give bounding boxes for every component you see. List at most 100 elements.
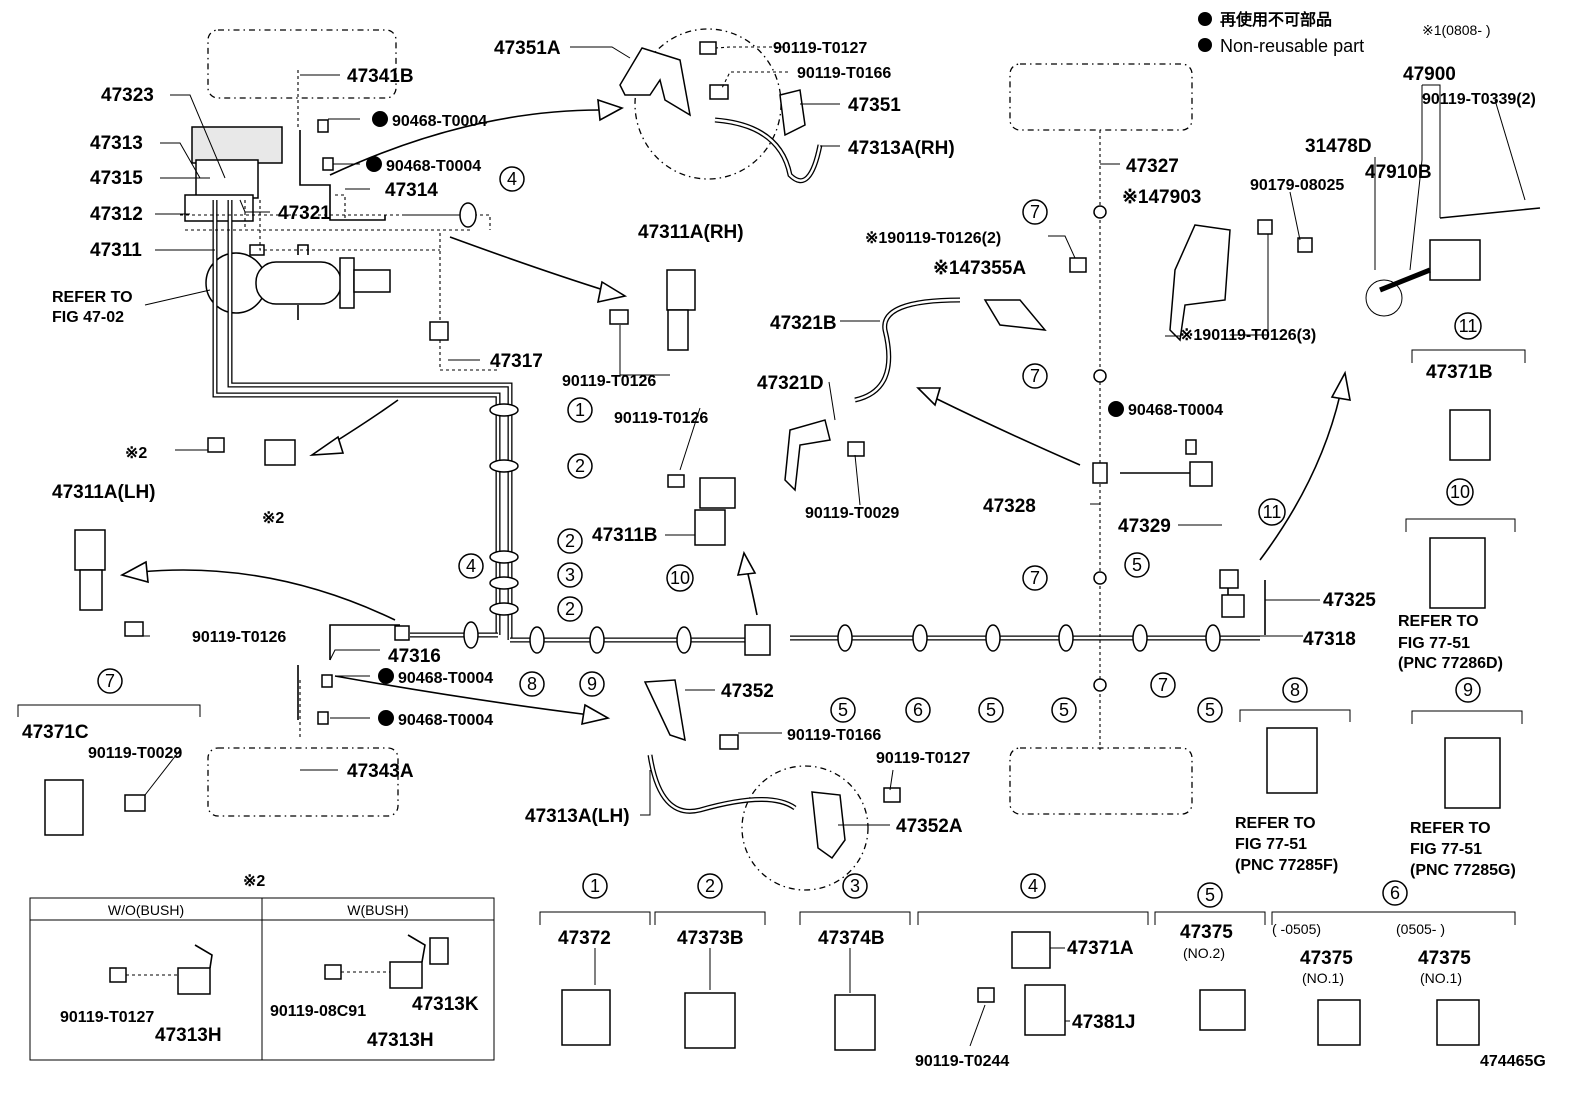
label-refer-to: REFER TO [1398,613,1479,630]
label-47371C: 47371C [22,722,89,743]
label-pnc-77285G: (PNC 77285G) [1410,862,1516,879]
svg-text:3: 3 [565,565,575,585]
svg-text:8: 8 [527,674,537,694]
label-range-post: (0505- ) [1396,921,1445,937]
label-47323: 47323 [101,85,154,106]
label-90468-T0004: 90468-T0004 [386,158,481,175]
non-reusable-bullet-icon [1198,38,1212,52]
callout-5: 5 [1051,697,1077,723]
label-47312: 47312 [90,204,143,225]
svg-text:5: 5 [1205,700,1215,720]
label-47375: 47375 [1300,948,1353,969]
label-47311B: 47311B [592,525,658,546]
label-47375: 47375 [1418,948,1471,969]
label-47327: 47327 [1126,156,1179,177]
label-90468-T0004: 90468-T0004 [398,712,493,729]
label-90119-T0126-2: ※190119-T0126(2) [865,230,1001,247]
svg-text:4: 4 [466,556,476,576]
label-47374B: 47374B [818,928,885,949]
label-47314: 47314 [385,180,438,201]
label-47313A-LH: 47313A(LH) [525,806,630,827]
label-ref-2: ※2 [125,445,147,462]
svg-text:9: 9 [587,674,597,694]
callout-5: 5 [1197,697,1223,723]
callout-10: 10 [1446,478,1474,506]
svg-text:10: 10 [1450,482,1470,502]
svg-text:5: 5 [986,700,996,720]
part-shapes [44,41,1541,1051]
non-reusable-bullet-icon [1108,401,1124,417]
brake-pipes [180,70,1266,750]
placeholder-box-right-top [1009,63,1193,131]
label-pnc-77286D: (PNC 77286D) [1398,655,1503,672]
label-fig-47-02: FIG 47-02 [52,309,124,326]
svg-text:1: 1 [575,400,585,420]
svg-text:2: 2 [705,876,715,896]
inset-col-left: W/O(BUSH) [108,902,184,918]
inset-left-part: 47313H [155,1025,222,1046]
callout-8: 8 [519,671,545,697]
part-labels: 47351A 90119-T0127 90119-T0166 47351 473… [22,38,1546,1070]
svg-text:4: 4 [1028,876,1038,896]
legend-note: ※1(0808- ) [1422,22,1491,38]
label-47903: ※147903 [1122,187,1201,208]
master-cylinder [184,126,391,320]
label-47321B: 47321B [770,313,837,334]
svg-text:8: 8 [1290,680,1300,700]
non-reusable-bullet-icon [366,156,382,172]
svg-text:5: 5 [838,700,848,720]
legend-jp: 再使用不可部品 [1220,10,1332,29]
inset-right-bush: 47313K [412,994,479,1015]
callout-2: 2 [567,453,593,479]
label-47311A-RH: 47311A(RH) [638,222,744,243]
label-47910B: 47910B [1365,162,1432,183]
svg-text:7: 7 [105,671,115,691]
svg-text:6: 6 [913,700,923,720]
label-47313: 47313 [90,133,143,154]
leader-lines [143,46,1526,1047]
svg-text:4: 4 [507,169,517,189]
callout-11: 11 [1454,312,1482,340]
label-47318: 47318 [1303,629,1356,650]
label-90119-T0339-2: 90119-T0339(2) [1422,91,1536,108]
callout-8: 8 [1282,677,1308,703]
svg-text:2: 2 [575,456,585,476]
label-90119-T0127: 90119-T0127 [773,40,867,57]
inset-right-part: 47313H [367,1030,434,1051]
label-47313A-RH: 47313A(RH) [848,138,955,159]
callout-7: 7 [1022,565,1048,591]
label-90119-T0127: 90119-T0127 [876,750,970,767]
callout-5: 5 [1124,552,1150,578]
callout-7: 7 [1022,199,1048,225]
callout-1: 1 [567,397,593,423]
inset-col-right: W(BUSH) [347,902,408,918]
label-no1: (NO.1) [1302,970,1344,986]
svg-text:5: 5 [1205,885,1215,905]
label-90119-T0166: 90119-T0166 [797,65,891,82]
callout-9: 9 [579,671,605,697]
callout-2: 2 [557,596,583,622]
label-47371A: 47371A [1067,938,1134,959]
callout-4: 4 [499,166,525,192]
label-ref-2: ※2 [262,510,284,527]
svg-text:2: 2 [565,531,575,551]
legend-en: Non-reusable part [1220,36,1364,56]
label-31478D: 31478D [1305,136,1372,157]
label-47373B: 47373B [677,928,744,949]
direction-arrows [119,98,1351,726]
label-47352: 47352 [721,681,774,702]
label-90119-T0126: 90119-T0126 [192,629,286,646]
non-reusable-bullet-icon [372,111,388,127]
label-no1: (NO.1) [1420,970,1462,986]
svg-text:9: 9 [1463,680,1473,700]
svg-text:7: 7 [1030,568,1040,588]
callout-9: 9 [1455,677,1481,703]
label-47351A: 47351A [494,38,561,59]
label-47355A: ※147355A [933,258,1026,279]
label-47381J: 47381J [1072,1012,1135,1033]
placeholder-box-bottom [207,747,399,817]
svg-text:11: 11 [1263,502,1282,522]
label-47351: 47351 [848,95,901,116]
label-47375: 47375 [1180,922,1233,943]
